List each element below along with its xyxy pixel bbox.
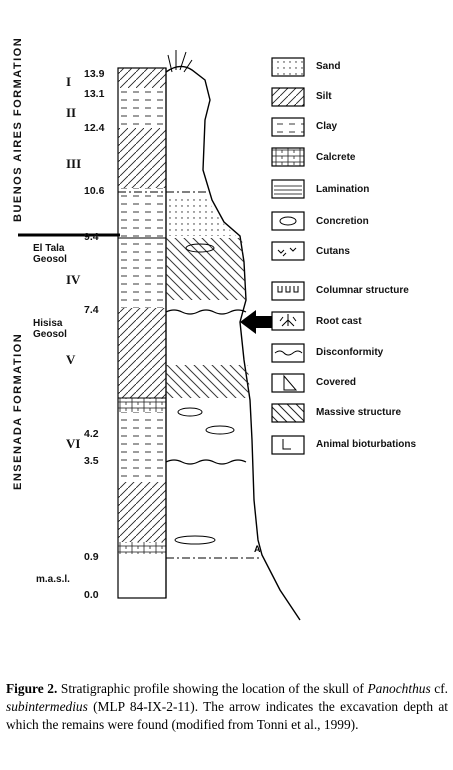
unit-label: I <box>66 74 72 89</box>
unit-label: III <box>66 156 82 171</box>
elevation-label: 10.6 <box>84 185 105 197</box>
unit-label: IV <box>66 272 81 287</box>
figure-caption: Figure 2. Stratigraphic profile showing … <box>6 681 449 732</box>
caption-species: subintermedius <box>6 699 88 714</box>
elevation-label: 7.4 <box>84 304 99 316</box>
formation-label-ensenada: ENSENADA FORMATION <box>12 332 24 490</box>
legend-label: Clay <box>316 121 338 132</box>
elevation-label: 3.5 <box>84 455 99 467</box>
legend-label: Calcrete <box>316 152 356 163</box>
geosol-label: El Tala Geosol <box>33 243 67 265</box>
legend-label: Massive structure <box>316 407 402 418</box>
elevation-label: 12.4 <box>84 122 105 134</box>
legend-label: Covered <box>316 377 357 388</box>
elevation-label: 13.1 <box>84 88 105 100</box>
elevation-label: 4.2 <box>84 428 99 440</box>
unit-label: VI <box>66 436 81 451</box>
caption-taxon: Panochthus <box>367 681 431 696</box>
legend-label: Concretion <box>316 216 369 227</box>
legend-label: Cutans <box>316 246 350 257</box>
elevation-label: 0.0 <box>84 589 99 601</box>
arrow-left-icon <box>240 310 272 334</box>
point-a-label: A <box>254 544 261 554</box>
legend-label: Disconformity <box>316 347 384 358</box>
unit-label: V <box>66 352 76 367</box>
elevation-label: 0.9 <box>84 551 99 563</box>
unit-label: II <box>66 105 77 120</box>
caption-text: Stratigraphic profile showing the locati… <box>57 681 368 696</box>
profile-drawing: A <box>18 50 305 621</box>
profile-outline <box>165 65 301 621</box>
legend-label: Root cast <box>316 316 362 327</box>
elevation-label: 9.4 <box>84 231 99 243</box>
formation-label-buenos-aires: BUENOS AIRES FORMATION <box>12 36 24 222</box>
legend-label: Columnar structure <box>316 285 409 296</box>
legend-label: Lamination <box>316 184 370 195</box>
geosol-label: Hisisa Geosol <box>33 318 67 340</box>
legend-label: Animal bioturbations <box>316 439 416 450</box>
legend-icons <box>271 57 305 455</box>
elevation-label: 13.9 <box>84 68 105 80</box>
stratigraphic-profile-figure: A BUENOS AIRES FORMATION ENSENADA FORMAT… <box>12 36 416 621</box>
caption-label: Figure 2. <box>6 681 58 696</box>
legend-label: Silt <box>316 91 332 102</box>
legend-label: Sand <box>316 61 341 72</box>
datum-label: m.a.s.l. <box>36 574 70 585</box>
